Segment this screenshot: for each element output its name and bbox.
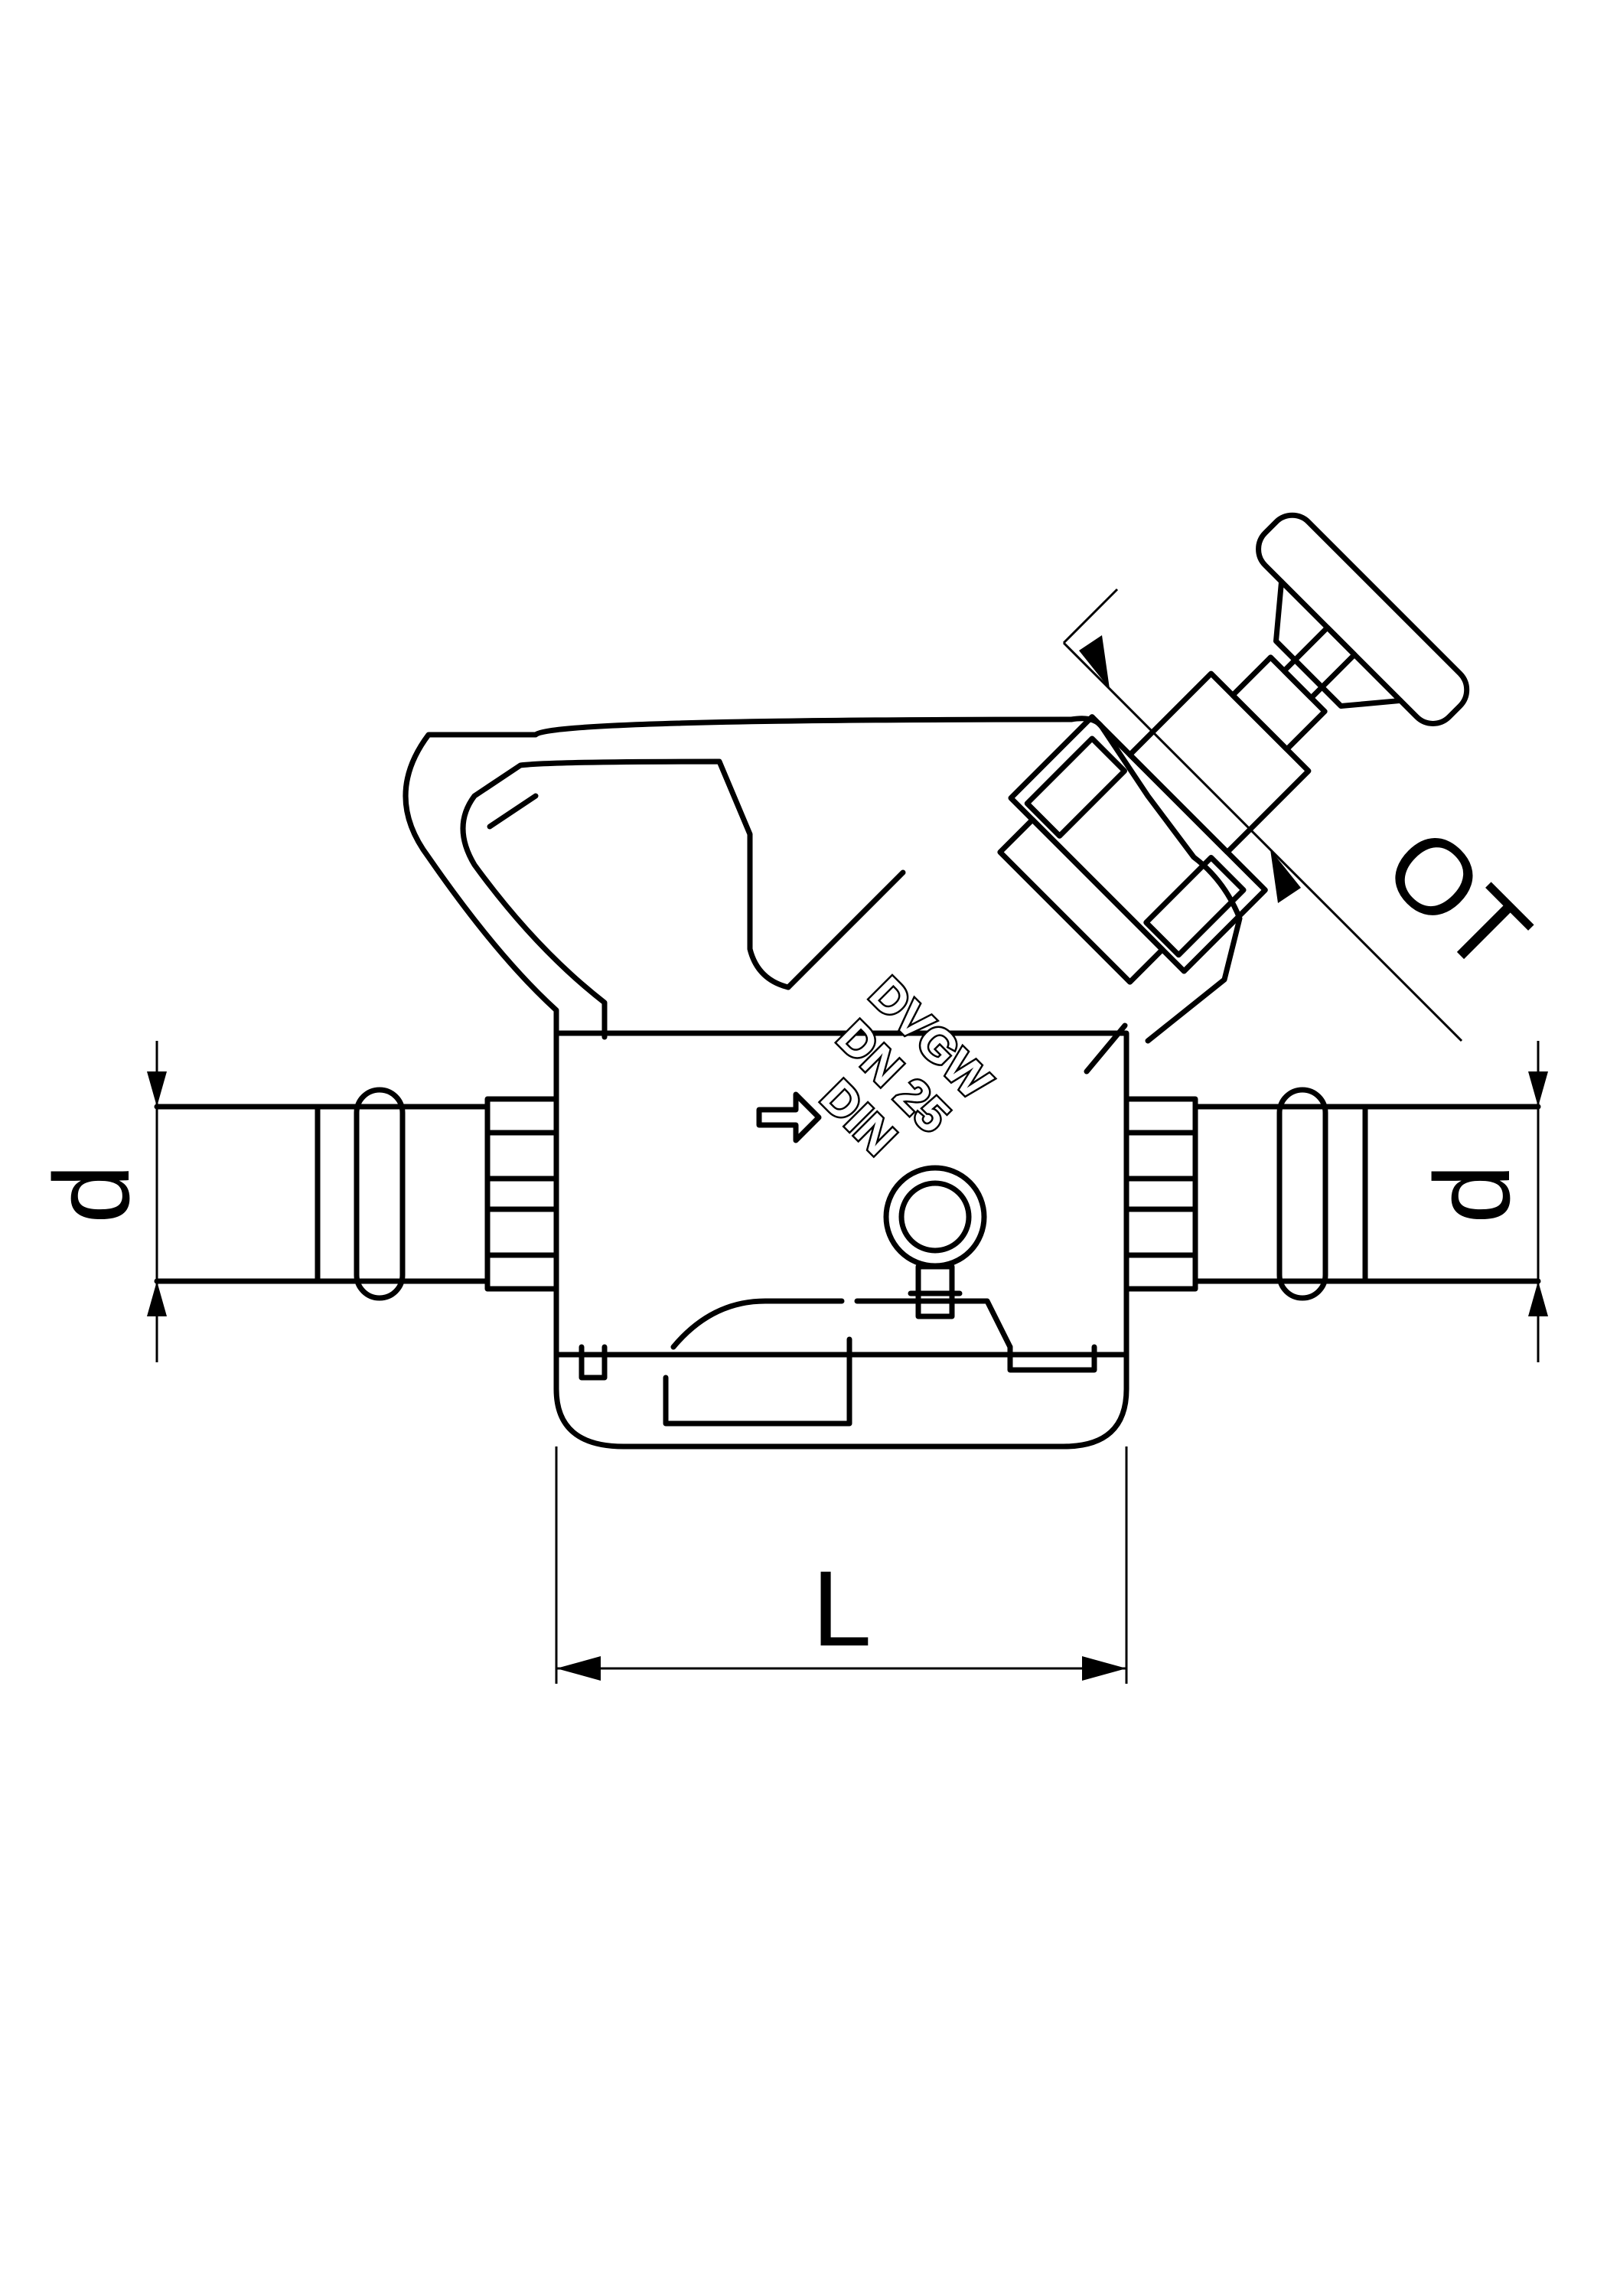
- dim-right-d-label: d: [1412, 1164, 1532, 1224]
- handwheel: [1256, 512, 1470, 726]
- stem-neck: [1230, 654, 1328, 752]
- dim-ot-arrow-bottom: [1270, 850, 1301, 903]
- dim-length-label: L: [812, 1548, 872, 1668]
- left-nut: [484, 1096, 559, 1292]
- right-nut: [1123, 1096, 1198, 1292]
- base-tab-right: [1007, 1344, 1097, 1373]
- dim-left-d-arrow-top: [147, 1071, 167, 1107]
- yoke-inner: [460, 758, 791, 1040]
- flow-arrow-icon: [756, 1091, 822, 1143]
- base-step: [854, 1298, 1013, 1350]
- dim-length: L: [555, 1446, 1128, 1684]
- base-recess: [663, 1336, 852, 1427]
- body-base: [553, 1352, 1129, 1450]
- right-nut-facets: [1123, 1130, 1198, 1258]
- left-press-connection: [154, 1087, 559, 1301]
- base-curve: [670, 1298, 845, 1350]
- yoke-outer: [403, 716, 1243, 1044]
- handwheel-hub: [1273, 579, 1403, 709]
- drain-plug-inner: [898, 1180, 972, 1254]
- bonnet-join-right: [1084, 1022, 1128, 1075]
- dim-length-arrow-left: [556, 1656, 601, 1681]
- yoke-slot: [487, 793, 539, 830]
- dim-left-d: d: [31, 1041, 167, 1362]
- bonnet-right-boss: [1143, 855, 1247, 958]
- stem-housing: [1127, 670, 1312, 855]
- bonnet-left-boss: [1024, 735, 1127, 839]
- right-press-connection: [1123, 1087, 1541, 1301]
- right-press-ring: [1276, 1087, 1328, 1301]
- dim-length-arrow-right: [1082, 1656, 1126, 1681]
- dim-left-d-label: d: [31, 1164, 152, 1224]
- bonnet-assembly: [997, 512, 1470, 985]
- dim-right-d: d: [1412, 1041, 1548, 1362]
- dim-right-d-arrow-bottom: [1528, 1281, 1548, 1316]
- dim-ot-ext-top: [1062, 588, 1119, 644]
- dim-right-d-arrow-top: [1528, 1071, 1548, 1107]
- bonnet-join-left: [785, 869, 906, 990]
- dim-left-d-arrow-bottom: [147, 1281, 167, 1316]
- bonnet-flange: [997, 817, 1165, 985]
- dim-ot-line: [1062, 641, 1463, 1042]
- dim-ot-label: OT: [1362, 804, 1552, 994]
- dim-ot-arrow-top: [1079, 635, 1110, 689]
- left-nut-facets: [484, 1130, 559, 1258]
- bonnet-body: [1008, 714, 1268, 974]
- base-tab-left: [579, 1344, 608, 1381]
- left-press-ring: [354, 1087, 406, 1301]
- yoke-frame: [403, 716, 1243, 1044]
- body-marking: DVGW DN 25 DIN: [809, 966, 1003, 1168]
